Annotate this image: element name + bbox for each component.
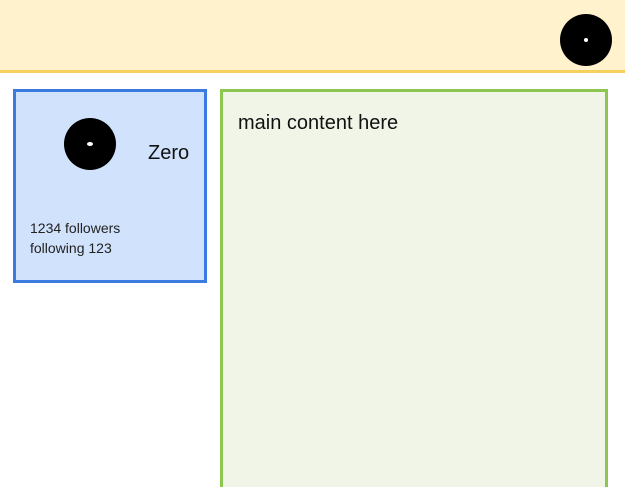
top-header [0, 0, 625, 73]
following-count: following 123 [30, 240, 112, 256]
profile-stats: 1234 followers following 123 [30, 218, 120, 258]
header-avatar-icon[interactable] [560, 14, 612, 66]
main-content-panel: main content here [220, 89, 608, 487]
avatar-highlight [584, 38, 588, 42]
profile-name: Zero [148, 142, 190, 164]
followers-count: 1234 followers [30, 220, 121, 236]
profile-avatar-icon[interactable] [64, 118, 116, 170]
main-content-text: main content here [238, 112, 399, 134]
profile-card: Zero 1234 followers following 123 [13, 89, 207, 283]
avatar-highlight [87, 142, 93, 146]
